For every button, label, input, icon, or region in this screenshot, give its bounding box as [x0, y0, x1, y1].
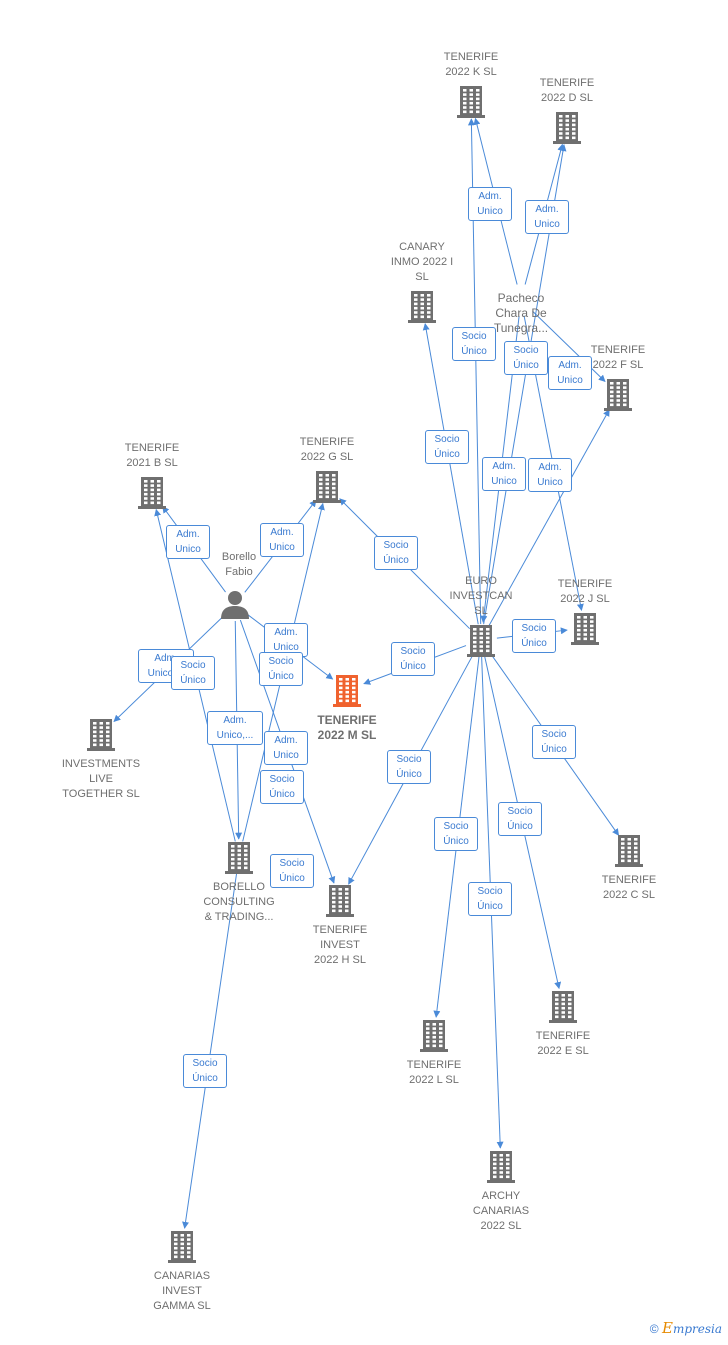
node-label: INVESTMENTS LIVE TOGETHER SL: [61, 758, 141, 800]
building-icon: [312, 469, 342, 508]
relation-badge: Socio Único: [498, 802, 542, 836]
node-bct[interactable]: BORELLO CONSULTING & TRADING...: [179, 840, 299, 925]
node-label: TENERIFE 2022 G SL: [299, 436, 355, 463]
relation-badge: Adm. Unico: [482, 457, 526, 491]
relation-badge: Socio Único: [387, 750, 431, 784]
node-label: ARCHY CANARIAS 2022 SL: [472, 1190, 530, 1232]
building-icon: [167, 1229, 197, 1268]
node-archy[interactable]: ARCHY CANARIAS 2022 SL: [441, 1149, 561, 1234]
node-j[interactable]: TENERIFE 2022 J SL: [525, 577, 645, 645]
node-label: TENERIFE 2022 D SL: [539, 77, 595, 104]
node-investments[interactable]: INVESTMENTS LIVE TOGETHER SL: [41, 717, 161, 802]
node-label: TENERIFE 2021 B SL: [124, 442, 180, 469]
node-euro[interactable]: EURO INVESTCAN SL: [421, 574, 541, 657]
building-icon: [224, 840, 254, 879]
relation-badge: Socio Único: [434, 817, 478, 851]
node-g[interactable]: TENERIFE 2022 G SL: [267, 435, 387, 503]
edge-euro-canary: [422, 323, 479, 625]
building-icon: [137, 475, 167, 514]
relation-badge: Socio Único: [468, 882, 512, 916]
node-label: BORELLO CONSULTING & TRADING...: [203, 881, 275, 923]
node-label: Pacheco Chara De Tunegra...: [493, 291, 549, 335]
relation-badge: Socio Único: [183, 1054, 227, 1088]
relation-badge: Socio Único: [532, 725, 576, 759]
relation-badge: Socio Único: [425, 430, 469, 464]
relation-badge: Socio Único: [260, 770, 304, 804]
relation-badge: Socio Único: [504, 341, 548, 375]
edge-bct-gamma: [182, 872, 238, 1229]
building-icon: [332, 673, 362, 712]
node-m[interactable]: TENERIFE 2022 M SL: [287, 673, 407, 743]
node-label: TENERIFE 2022 C SL: [601, 874, 657, 901]
node-k[interactable]: TENERIFE 2022 K SL: [411, 50, 531, 118]
person-icon: [220, 589, 250, 624]
edge-pacheco-f: [532, 310, 606, 382]
building-icon: [486, 1149, 516, 1188]
node-borello[interactable]: Borello Fabio: [179, 550, 299, 619]
node-l[interactable]: TENERIFE 2022 L SL: [374, 1018, 494, 1088]
node-d[interactable]: TENERIFE 2022 D SL: [507, 76, 627, 144]
node-b[interactable]: TENERIFE 2021 B SL: [92, 441, 212, 509]
node-canary[interactable]: CANARY INMO 2022 I SL: [362, 240, 482, 323]
relation-badge: Adm. Unico: [260, 523, 304, 557]
node-label: TENERIFE 2022 K SL: [443, 51, 499, 78]
building-icon: [466, 623, 496, 662]
node-label: TENERIFE 2022 M SL: [317, 713, 377, 742]
building-icon: [614, 833, 644, 872]
relation-badge: Adm. Unico: [528, 458, 572, 492]
node-c[interactable]: TENERIFE 2022 C SL: [569, 833, 689, 903]
relation-badge: Socio Único: [512, 619, 556, 653]
relation-badge: Adm. Unico: [166, 525, 210, 559]
relation-badge: Adm. Unico,...: [207, 711, 263, 745]
building-icon: [552, 110, 582, 149]
building-icon: [603, 377, 633, 416]
building-icon: [456, 84, 486, 123]
node-label: CANARY INMO 2022 I SL: [390, 241, 454, 283]
node-label: TENERIFE INVEST 2022 H SL: [312, 924, 368, 966]
relation-badge: Adm. Unico: [525, 200, 569, 234]
building-icon: [419, 1018, 449, 1057]
relation-badge: Adm. Unico: [548, 356, 592, 390]
node-h[interactable]: TENERIFE INVEST 2022 H SL: [280, 883, 400, 968]
relation-badge: Socio Único: [259, 652, 303, 686]
node-label: Borello Fabio: [221, 551, 257, 578]
node-label: EURO INVESTCAN SL: [449, 575, 513, 617]
relation-badge: Socio Único: [171, 656, 215, 690]
node-label: TENERIFE 2022 L SL: [406, 1059, 462, 1086]
building-icon: [325, 883, 355, 922]
node-f[interactable]: TENERIFE 2022 F SL: [558, 343, 678, 411]
relation-badge: Adm. Unico: [264, 731, 308, 765]
relation-badge: Socio Único: [374, 536, 418, 570]
relation-badge: Socio Único: [452, 327, 496, 361]
building-icon: [86, 717, 116, 756]
node-label: TENERIFE 2022 E SL: [535, 1030, 591, 1057]
edge-euro-f: [488, 409, 610, 627]
node-label: CANARIAS INVEST GAMMA SL: [153, 1270, 211, 1312]
node-gamma[interactable]: CANARIAS INVEST GAMMA SL: [122, 1229, 242, 1314]
building-icon: [548, 989, 578, 1028]
relation-badge: Adm. Unico: [468, 187, 512, 221]
relation-badge: Adm. Unico: [264, 623, 308, 657]
relation-badge: Socio Único: [391, 642, 435, 676]
node-pacheco[interactable]: Pacheco Chara De Tunegra...: [481, 291, 561, 336]
node-label: TENERIFE 2022 F SL: [590, 344, 646, 371]
node-label: TENERIFE 2022 J SL: [557, 578, 613, 605]
relation-badge: Socio Único: [270, 854, 314, 888]
building-icon: [407, 289, 437, 328]
building-icon: [570, 611, 600, 650]
empresia-logo: © Empresia: [649, 1319, 722, 1337]
node-e[interactable]: TENERIFE 2022 E SL: [503, 989, 623, 1059]
